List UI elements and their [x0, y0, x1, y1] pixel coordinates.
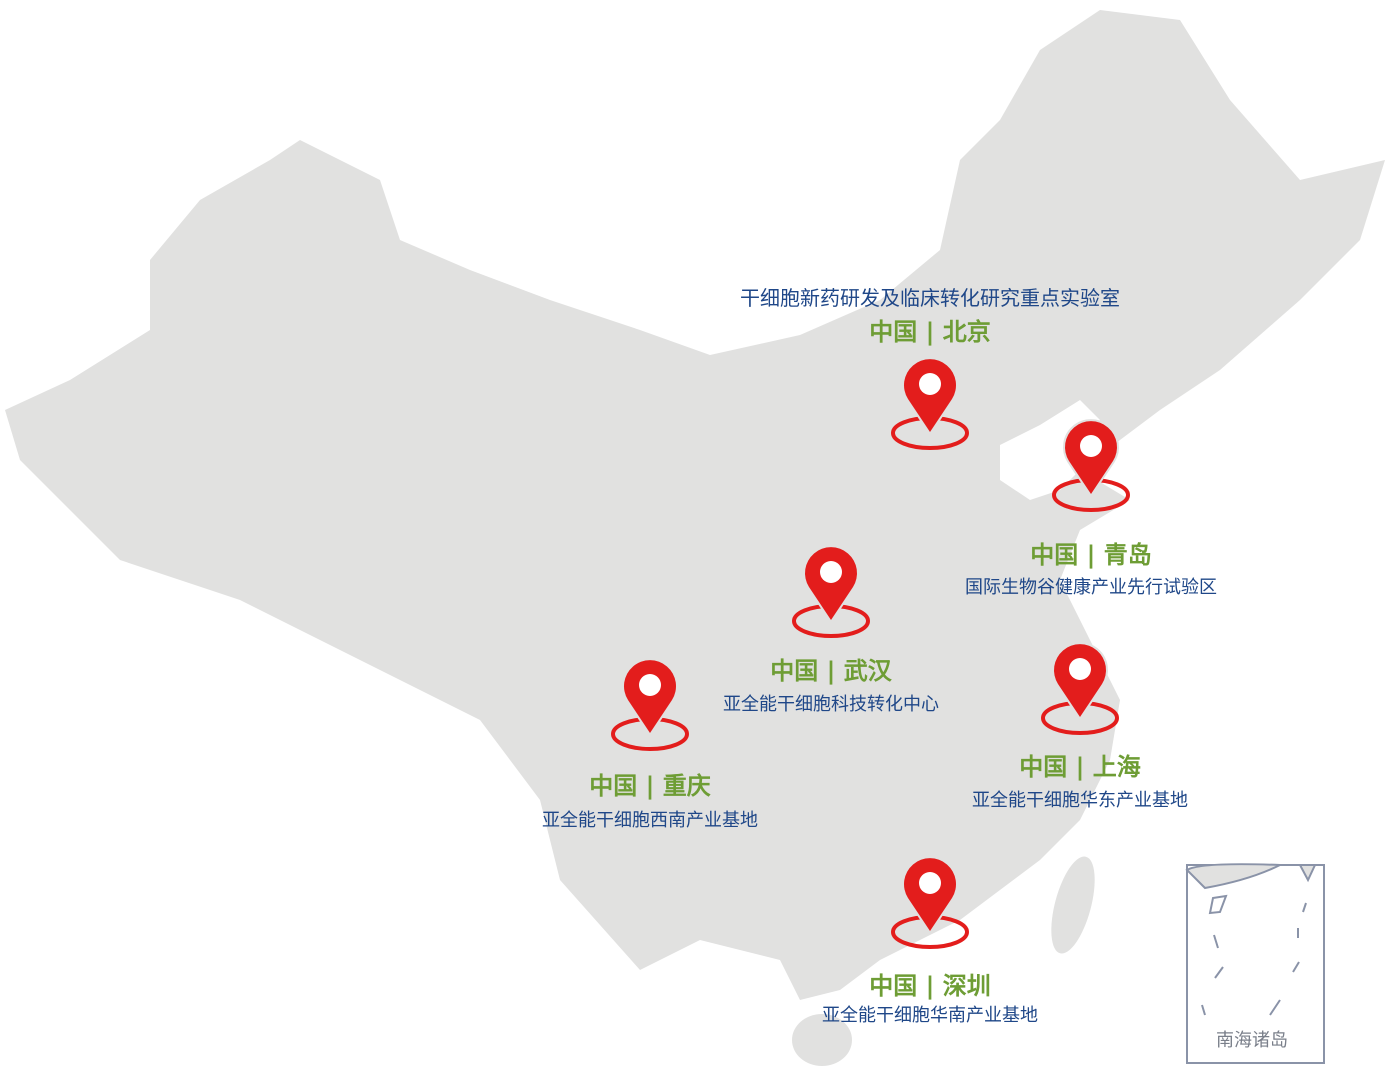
shanghai-description: 亚全能干细胞华东产业基地: [972, 790, 1188, 811]
pin-marker: [902, 856, 958, 935]
pin-marker: [1052, 642, 1108, 721]
shanghai-location-pin-icon[interactable]: [1041, 642, 1119, 735]
hainan-island: [792, 1014, 852, 1066]
pin-hole: [919, 872, 941, 894]
shenzhen-location-pin-icon[interactable]: [891, 856, 969, 949]
pin-hole: [1069, 658, 1091, 680]
chongqing-description: 亚全能干细胞西南产业基地: [542, 810, 758, 831]
shenzhen-description: 亚全能干细胞华南产业基地: [822, 1005, 1038, 1026]
qingdao-location-pin-icon[interactable]: [1052, 419, 1130, 512]
wuhan-location-pin-icon[interactable]: [792, 545, 870, 638]
pin-marker: [803, 545, 859, 624]
shanghai-city-label: 中国 | 上海: [1019, 753, 1141, 781]
china-landmass: [5, 10, 1385, 1000]
pin-marker: [902, 357, 958, 436]
chongqing-city-label: 中国 | 重庆: [589, 772, 711, 800]
shenzhen-city-label: 中国 | 深圳: [869, 972, 991, 1000]
pin-hole: [639, 674, 661, 696]
wuhan-city-label: 中国 | 武汉: [770, 657, 892, 685]
qingdao-city-label: 中国 | 青岛: [1030, 541, 1152, 569]
pin-hole: [1080, 435, 1102, 457]
pin-hole: [919, 373, 941, 395]
south-china-sea-label: 南海诸岛: [1216, 1030, 1288, 1051]
beijing-description: 干细胞新药研发及临床转化研究重点实验室: [740, 286, 1120, 310]
south-china-sea-inset: [1185, 863, 1325, 1064]
wuhan-description: 亚全能干细胞科技转化中心: [723, 694, 939, 715]
pin-marker: [622, 658, 678, 737]
beijing-city-label: 中国 | 北京: [869, 318, 991, 346]
taiwan-island: [1051, 856, 1095, 954]
chongqing-location-pin-icon[interactable]: [611, 658, 689, 751]
qingdao-description: 国际生物谷健康产业先行试验区: [965, 577, 1217, 598]
pin-hole: [820, 561, 842, 583]
pin-marker: [1063, 419, 1119, 498]
beijing-location-pin-icon[interactable]: [891, 357, 969, 450]
